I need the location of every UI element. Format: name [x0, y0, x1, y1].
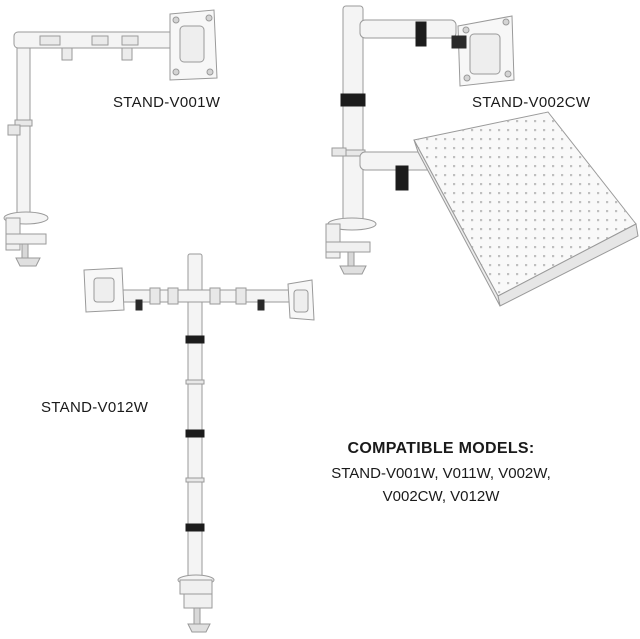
label-stand-v012w: STAND-V012W	[41, 399, 149, 416]
label-stand-v001w: STAND-V001W	[113, 94, 221, 111]
compatible-models-line-1: STAND-V001W, V011W, V002W,	[331, 465, 551, 482]
compatible-models-block: COMPATIBLE MODELS: STAND-V001W, V011W, V…	[318, 440, 564, 508]
stand-v002cw-image	[325, 5, 639, 307]
stand-v001w-image	[3, 9, 218, 267]
label-stand-v002cw: STAND-V002CW	[472, 94, 591, 111]
compatible-models-title: COMPATIBLE MODELS:	[347, 440, 535, 457]
stand-v012w-image	[83, 253, 315, 633]
compatible-models-line-2: V002CW, V012W	[382, 488, 500, 505]
